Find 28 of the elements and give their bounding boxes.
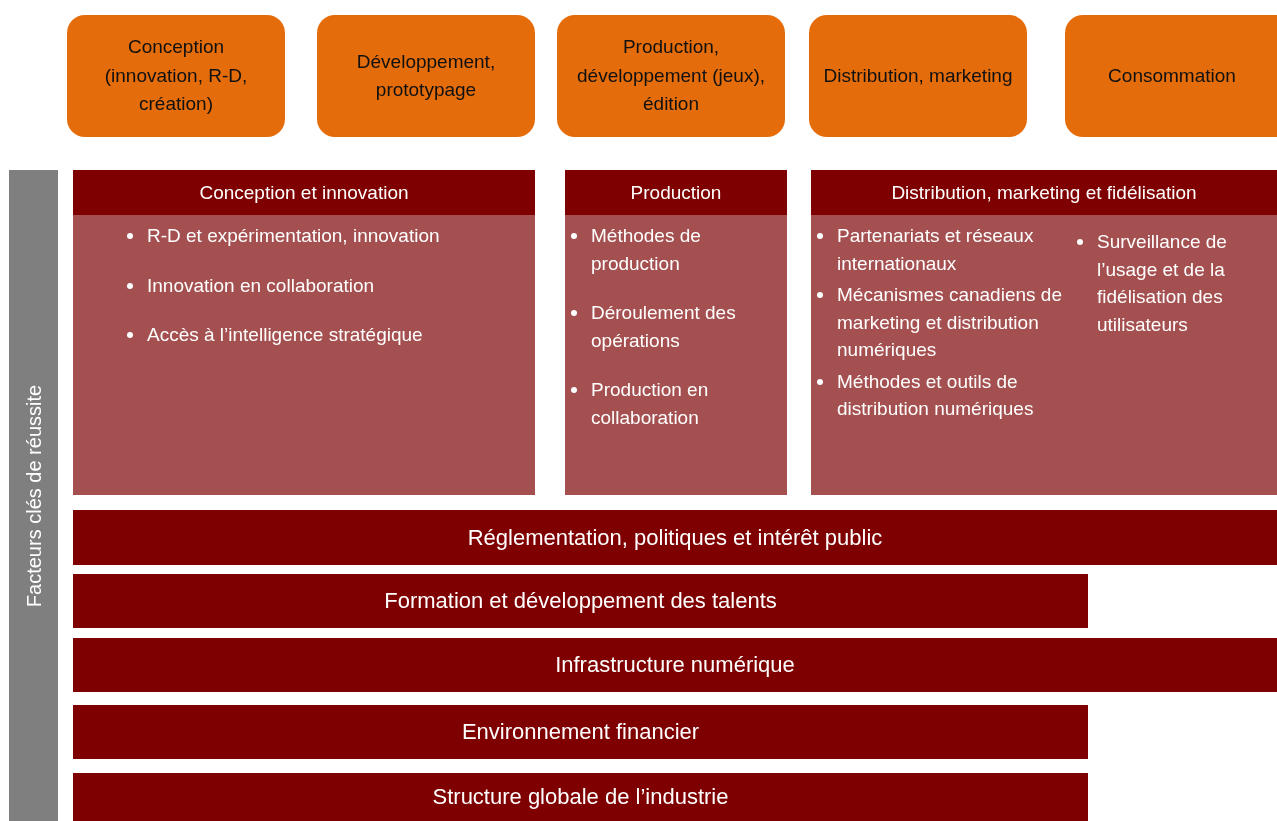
bullet-item: Méthodes de production [567,222,777,278]
value-chain-stage: Consommation [1065,15,1277,137]
category-panel [565,170,787,495]
value-chain-stage: Production, développement (jeux), édition [557,15,785,137]
panel-heading: Distribution, marketing et fidélisation [811,170,1277,215]
category-panel [73,170,535,495]
factor-bar: Formation et développement des talents [73,574,1088,628]
bullet-item: Mécanismes canadiens de marketing et distribution numériques [813,281,1063,364]
factor-bar: Environnement financier [73,705,1088,759]
bullet-item: R-D et expérimentation, innovation [123,222,523,250]
bullet-item: Innovation en collaboration [123,271,523,300]
value-chain-stage: Distribution, marketing [809,15,1027,137]
side-label: Facteurs clés de réussite [22,384,45,607]
bullet-item: Production en collaboration [567,376,777,432]
factor-bar: Réglementation, politiques et intérêt public [73,510,1277,565]
bullet-item: Surveillance de l’usage et de la fidélisation des utilisateurs [1073,228,1273,339]
value-chain-stage: Développement, prototypage [317,15,535,137]
bullet-item: Méthodes et outils de distribution numériques [813,367,1063,423]
bullet-item: Partenariats et réseaux internationaux [813,222,1063,278]
value-chain-stage: Conception (innovation, R-D, création) [67,15,285,137]
bullet-item: Accès à l’intelligence stratégique [123,321,523,349]
side-label-bar [9,170,58,821]
factor-bar: Infrastructure numérique [73,638,1277,692]
category-panel [811,170,1277,495]
factor-bar: Structure globale de l’industrie [73,773,1088,821]
panel-heading: Conception et innovation [73,170,535,215]
bullet-item: Déroulement des opérations [567,299,777,355]
panel-heading: Production [565,170,787,215]
